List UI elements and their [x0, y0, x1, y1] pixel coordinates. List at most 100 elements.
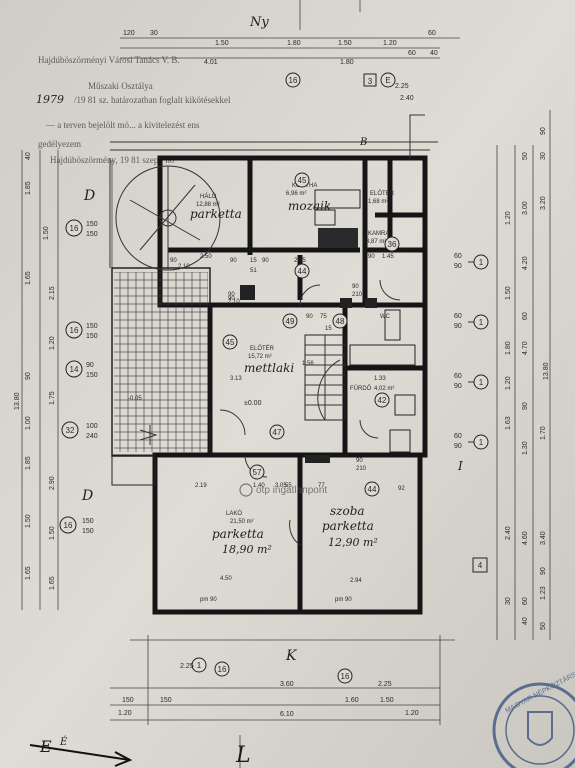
svg-text:48: 48 [336, 317, 345, 326]
window-code-left-1: 16 150 150 [65, 219, 98, 238]
svg-text:16: 16 [64, 521, 73, 530]
svg-text:49: 49 [286, 317, 295, 326]
code-markers-inner: 45 36 44 49 48 45 47 57 44 42 1 16 16 16… [191, 172, 488, 684]
terrace-tiles [114, 272, 208, 452]
svg-text:60: 60 [454, 433, 462, 440]
svg-text:4.70: 4.70 [522, 341, 529, 355]
svg-text:150: 150 [86, 323, 98, 330]
svg-text:90: 90 [228, 296, 235, 302]
svg-text:1.50: 1.50 [25, 514, 32, 528]
svg-text:1.65: 1.65 [25, 271, 32, 285]
svg-text:1.50: 1.50 [43, 226, 50, 240]
svg-text:2.15: 2.15 [49, 286, 56, 300]
svg-text:1.40: 1.40 [253, 483, 265, 489]
svg-text:90: 90 [356, 458, 363, 464]
svg-text:150: 150 [160, 697, 172, 704]
svg-text:1.80: 1.80 [505, 341, 512, 355]
svg-text:42: 42 [378, 396, 387, 405]
svg-text:1.85: 1.85 [25, 181, 32, 195]
letter-l: L [235, 743, 251, 768]
svg-text:2.25: 2.25 [378, 681, 392, 688]
svg-text:60: 60 [454, 313, 462, 320]
terrace-level: -0.05 [128, 396, 142, 402]
svg-text:1: 1 [479, 318, 484, 327]
svg-text:90: 90 [454, 443, 462, 450]
letter-b: B [359, 137, 367, 148]
stamp-line-2: Műszaki Osztálya [88, 81, 153, 91]
svg-text:40: 40 [430, 50, 438, 57]
svg-text:1: 1 [479, 378, 484, 387]
svg-text:90: 90 [454, 263, 462, 270]
svg-text:1.63: 1.63 [505, 416, 512, 430]
svg-text:240: 240 [86, 433, 98, 440]
svg-text:44: 44 [368, 485, 377, 494]
side-letters: D D K L E I B [39, 137, 463, 768]
svg-text:1: 1 [479, 258, 484, 267]
room-eloter-small-area: 1,68 m² [368, 199, 388, 205]
svg-text:1.85: 1.85 [25, 456, 32, 470]
svg-text:1.75: 1.75 [49, 391, 56, 405]
svg-text:2.25: 2.25 [395, 83, 409, 90]
window-code-left-2: 16 150 150 [65, 321, 98, 340]
svg-text:1.20: 1.20 [118, 710, 132, 717]
svg-text:90: 90 [228, 292, 235, 298]
letter-d-top: D [83, 188, 95, 204]
svg-text:1: 1 [197, 661, 202, 670]
svg-text:3.60: 3.60 [280, 681, 294, 688]
svg-text:1.65: 1.65 [25, 566, 32, 580]
svg-text:1.50: 1.50 [338, 40, 352, 47]
svg-text:90: 90 [454, 383, 462, 390]
svg-text:16: 16 [341, 672, 350, 681]
room-labels: HÁLÓ 12,88 m² parketta KONYHA 6,96 m² mo… [128, 183, 395, 556]
svg-text:92: 92 [398, 486, 405, 492]
svg-text:6.10: 6.10 [280, 711, 294, 718]
svg-text:60: 60 [428, 30, 436, 37]
svg-text:3.00: 3.00 [522, 201, 529, 215]
svg-text:47: 47 [273, 428, 282, 437]
svg-text:100: 100 [86, 423, 98, 430]
svg-text:1.20: 1.20 [405, 710, 419, 717]
room-halo-floor: parketta [190, 207, 242, 221]
svg-text:1.50: 1.50 [215, 40, 229, 47]
room-eloter-name: ELŐTÉR [250, 345, 275, 352]
svg-text:1.20: 1.20 [383, 40, 397, 47]
svg-text:150: 150 [86, 372, 98, 379]
floor-level: ±0.00 [244, 400, 262, 407]
svg-text:1.80: 1.80 [340, 59, 354, 66]
room-konyha-floor: mozaik [288, 199, 331, 213]
svg-text:4.50: 4.50 [220, 576, 232, 582]
svg-text:4: 4 [478, 561, 483, 570]
dimensions-bottom: 2.25 3.60 2.25 150 150 1.60 1.50 1.20 1.… [110, 635, 455, 768]
svg-text:210: 210 [352, 292, 363, 298]
svg-text:60: 60 [454, 253, 462, 260]
window-code-left-4: 32 100 240 [61, 421, 98, 440]
svg-text:45: 45 [298, 176, 307, 185]
window-label-1: pm 90 [200, 597, 217, 603]
svg-text:2.90: 2.90 [49, 476, 56, 490]
room-szoba-floor: parketta [322, 519, 374, 533]
svg-text:150: 150 [82, 528, 94, 535]
coat-of-arms-icon [527, 711, 553, 746]
window-codes-left: 16 150 150 16 150 150 14 90 150 32 100 2… [59, 219, 98, 535]
room-lako-name: LAKÓ [226, 510, 242, 517]
svg-text:1.50: 1.50 [49, 526, 56, 540]
svg-text:1.30: 1.30 [522, 441, 529, 455]
svg-text:13.80: 13.80 [543, 362, 550, 380]
svg-text:60: 60 [522, 597, 529, 605]
window-code-right-3: 60 90 1 [454, 373, 489, 390]
svg-text:60: 60 [522, 312, 529, 320]
svg-text:3.20: 3.20 [540, 196, 547, 210]
room-furdo-name: FÜRDŐ [350, 385, 372, 392]
svg-text:16: 16 [289, 76, 298, 85]
door-swings [139, 279, 401, 546]
svg-text:2.25: 2.25 [180, 663, 194, 670]
svg-text:2.40: 2.40 [400, 95, 414, 102]
svg-text:2.40: 2.40 [505, 526, 512, 540]
svg-text:13.80: 13.80 [14, 392, 21, 410]
watermark-logo-icon [239, 483, 253, 497]
svg-text:15: 15 [325, 326, 332, 332]
stamp-line-6: Hajdúböszörmény, 19 81 szept. hó [50, 155, 175, 165]
room-lako-area-hand: 18,90 m² [222, 543, 272, 556]
svg-text:57: 57 [253, 468, 262, 477]
svg-text:4.01: 4.01 [204, 59, 218, 66]
